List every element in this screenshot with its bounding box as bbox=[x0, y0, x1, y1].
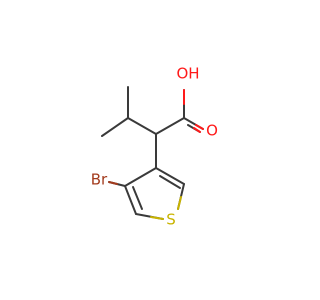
bond-carbonyl-colored-outer bbox=[195, 124, 204, 130]
bond-s-left-colored bbox=[150, 216, 164, 220]
molecule-canvas: OH O Br S bbox=[90, 64, 218, 229]
bond-ring-c3-c2-inner bbox=[159, 175, 181, 189]
bond-ring-c4-c5 bbox=[124, 185, 137, 215]
oxygen-hydroxyl-label: OH bbox=[176, 65, 199, 83]
bond-ring-c3-c2 bbox=[155, 167, 185, 185]
bond-carbonyl-colored-inner bbox=[193, 127, 201, 133]
bond-s-right-colored bbox=[177, 196, 182, 210]
bond-overlays bbox=[108, 89, 204, 220]
bond-ring-c4-c5-inner bbox=[132, 186, 143, 210]
bond-isopropyl-alpha bbox=[127, 117, 157, 135]
bond-br-colored bbox=[108, 181, 118, 185]
bond-alpha-carboxyl bbox=[155, 117, 185, 135]
bonds bbox=[101, 86, 204, 220]
sulfur-label: S bbox=[166, 211, 176, 229]
bond-methyl-left bbox=[101, 117, 129, 137]
bromine-label: Br bbox=[91, 171, 108, 189]
oxygen-carbonyl-label: O bbox=[206, 122, 218, 140]
bond-ring-c3-c4 bbox=[124, 167, 157, 187]
molecule-structure: OH O Br S bbox=[91, 65, 218, 229]
